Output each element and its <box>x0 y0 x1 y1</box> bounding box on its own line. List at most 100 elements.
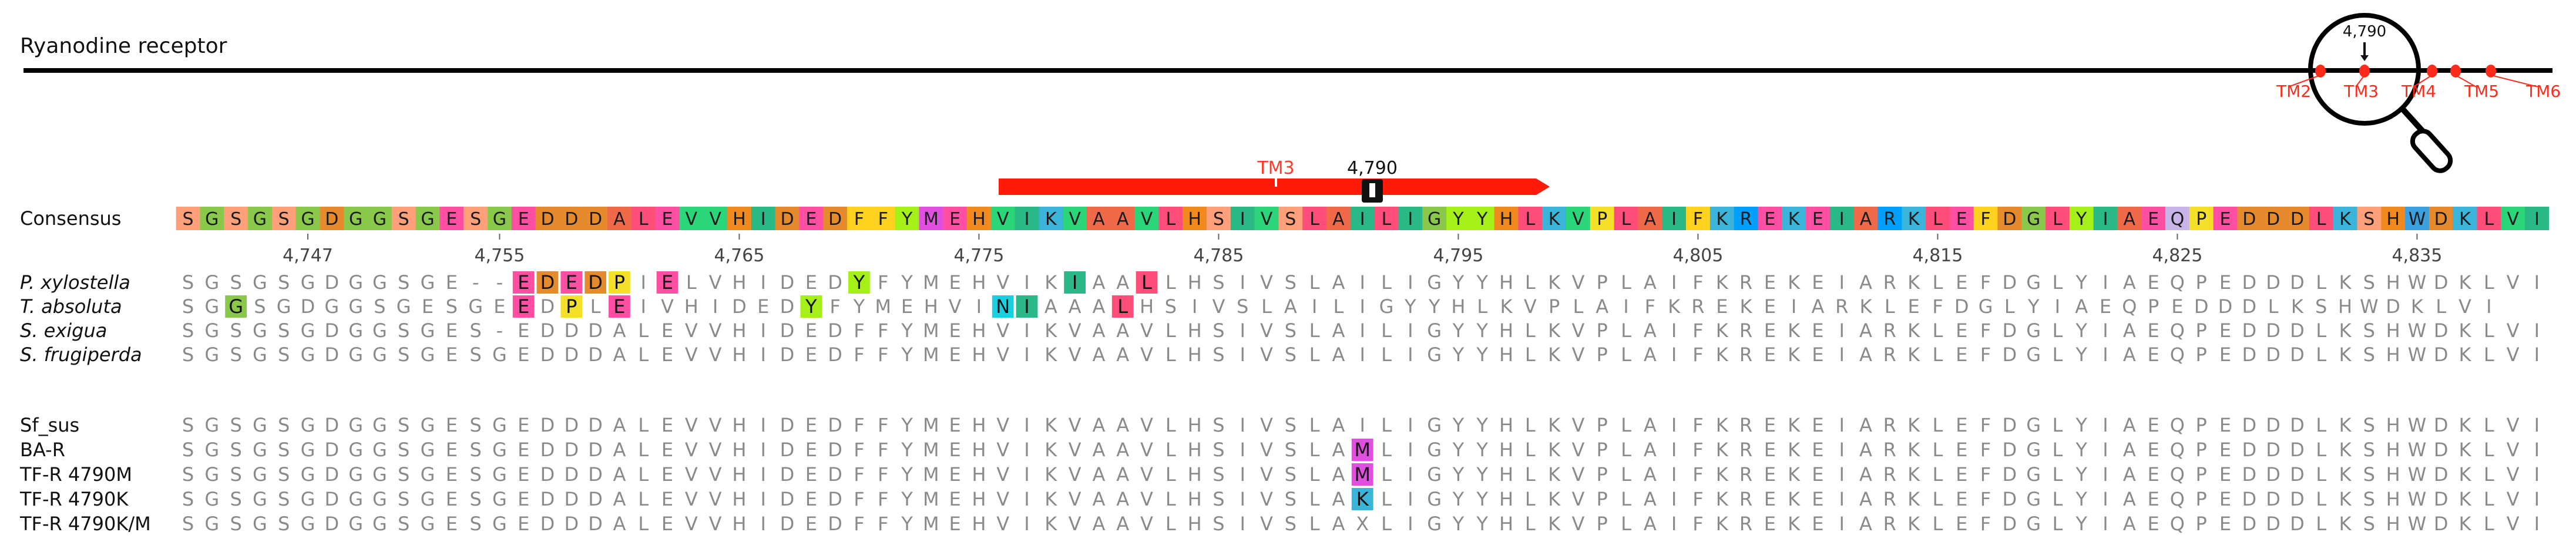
tm-leader-line <box>2490 75 2538 87</box>
residue: Q <box>2170 271 2185 294</box>
residue: A <box>1092 463 1105 486</box>
residue: S <box>398 463 409 486</box>
residue: A <box>2123 463 2136 486</box>
residue: S <box>1213 463 1224 486</box>
consensus-residue: L <box>639 209 649 230</box>
consensus-cell <box>1446 207 1471 230</box>
residue: D <box>2434 488 2449 510</box>
residue: I <box>1408 271 1413 294</box>
residue: I <box>1408 414 1413 436</box>
residue: V <box>996 488 1009 510</box>
variant-highlight <box>1016 295 1038 318</box>
ruler-label: 4,795 <box>1433 245 1483 266</box>
residue: G <box>253 344 267 366</box>
residue: D <box>2002 513 2017 535</box>
consensus-cell <box>535 207 560 230</box>
residue: G <box>253 439 267 461</box>
residue: G <box>301 463 315 486</box>
consensus-cell <box>200 207 224 230</box>
residue: E <box>446 319 458 342</box>
residue: G <box>253 463 267 486</box>
consensus-residue: D <box>2242 209 2256 230</box>
residue: L <box>1309 271 1320 294</box>
residue: G <box>421 513 435 535</box>
residue: L <box>1621 463 1631 486</box>
residue: I <box>976 295 982 318</box>
residue: I <box>1024 463 1029 486</box>
residue: K <box>1044 319 1057 342</box>
residue: D <box>780 488 795 510</box>
residue: A <box>1332 271 1345 294</box>
residue: S <box>1285 439 1297 461</box>
residue: S <box>398 414 409 436</box>
residue: A <box>1092 295 1105 318</box>
residue: I <box>1839 439 1844 461</box>
residue: R <box>1883 271 1896 294</box>
consensus-residue: G <box>253 209 267 230</box>
residue: V <box>2507 513 2520 535</box>
residue: D <box>828 319 842 342</box>
residue: E <box>2147 271 2159 294</box>
residue: P <box>1597 344 1608 366</box>
residue: G <box>492 414 507 436</box>
residue: K <box>1907 414 1920 436</box>
residue: V <box>1571 344 1584 366</box>
residue: H <box>1499 439 1513 461</box>
residue: D <box>780 271 795 294</box>
residue: Y <box>901 271 913 294</box>
residue: D <box>540 271 555 294</box>
residue: A <box>2123 271 2136 294</box>
residue: E <box>2219 319 2231 342</box>
residue: D <box>2002 439 2017 461</box>
residue: P <box>1597 513 1608 535</box>
residue: I <box>1839 414 1844 436</box>
residue: H <box>2338 295 2352 318</box>
residue: D <box>564 319 579 342</box>
variant-highlight <box>656 271 679 294</box>
residue: S <box>182 513 194 535</box>
residue: E <box>1764 488 1776 510</box>
residue: V <box>2459 295 2471 318</box>
residue: I <box>760 513 765 535</box>
residue: P <box>2196 344 2207 366</box>
residue: S <box>182 463 194 486</box>
consensus-residue: I <box>1360 209 1365 230</box>
residue: A <box>1332 513 1345 535</box>
residue: L <box>1621 271 1631 294</box>
residue: W <box>2408 488 2427 510</box>
residue: K <box>1548 439 1561 461</box>
residue: P <box>1597 463 1608 486</box>
consensus-residue: H <box>972 209 986 230</box>
residue: I <box>1024 439 1029 461</box>
consensus-residue: F <box>854 209 864 230</box>
residue: D <box>780 344 795 366</box>
residue: A <box>1644 319 1657 342</box>
residue: R <box>1883 463 1896 486</box>
residue: E <box>949 463 960 486</box>
residue: D <box>828 488 842 510</box>
residue: G <box>348 271 363 294</box>
residue: M <box>923 271 939 294</box>
residue: G <box>324 295 339 318</box>
residue: H <box>684 295 698 318</box>
residue: D <box>2434 414 2449 436</box>
variant-highlight <box>560 271 583 294</box>
residue: K <box>1788 439 1801 461</box>
residue: L <box>1381 488 1392 510</box>
residue: E <box>949 513 960 535</box>
residue: G <box>204 271 219 294</box>
residue: F <box>1980 439 1991 461</box>
residue: D <box>780 414 795 436</box>
residue: H <box>1188 513 1202 535</box>
residue: V <box>2507 344 2520 366</box>
consensus-residue: K <box>2339 209 2352 230</box>
residue: A <box>1092 488 1105 510</box>
residue: G <box>2026 271 2041 294</box>
consensus-residue: D <box>828 209 842 230</box>
residue: I <box>1024 488 1029 510</box>
residue: R <box>1883 439 1896 461</box>
residue: E <box>805 463 817 486</box>
residue: S <box>230 414 241 436</box>
residue: G <box>348 463 363 486</box>
